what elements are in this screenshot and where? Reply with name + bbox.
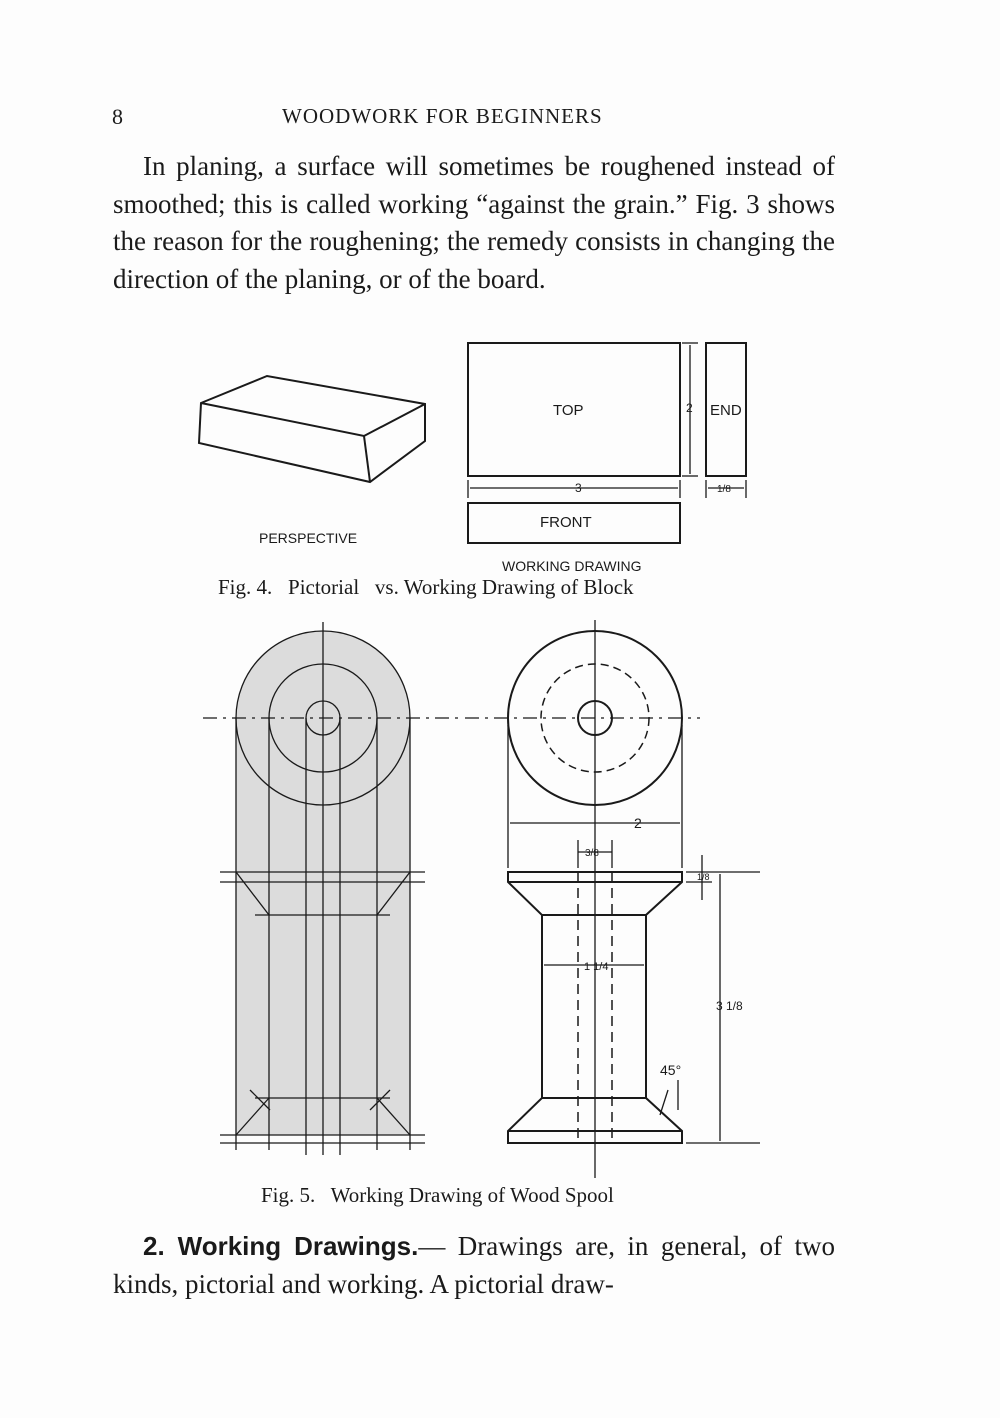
fig4-caption: Fig. 4. Pictorial vs. Working Drawing of… xyxy=(218,575,634,599)
running-title: WOODWORK FOR BEGINNERS xyxy=(282,104,603,128)
section-working-drawings: 2. Working Drawings.— Drawings are, in g… xyxy=(113,1228,835,1303)
spool-front-view xyxy=(507,871,683,1144)
fig4-dim-depth: 2 xyxy=(686,401,693,415)
top-label: TOP xyxy=(553,402,584,419)
fig4-dimensions xyxy=(467,342,747,498)
end-label: END xyxy=(710,402,742,419)
perspective-label: PERSPECTIVE xyxy=(259,530,357,546)
perspective-block xyxy=(197,374,426,484)
fig5-caption: Fig. 5. Working Drawing of Wood Spool xyxy=(261,1183,614,1207)
top-view xyxy=(467,342,747,544)
fig5-dimensions xyxy=(507,725,760,1144)
fig5-dim-height: 3 1/8 xyxy=(716,999,743,1013)
working-drawing-label: WORKING DRAWING xyxy=(502,558,641,574)
spool-top-view xyxy=(465,620,700,1178)
page-header: 8 WOODWORK FOR BEGINNERS xyxy=(112,104,672,134)
fig4-dim-thickness: 1/8 xyxy=(717,484,731,495)
section-title: 2. Working Drawings. xyxy=(143,1231,419,1261)
fig5-angle: 45° xyxy=(660,1062,681,1078)
fig5-dim-diameter: 2 xyxy=(634,815,642,831)
fig5-dim-shaft: 1 1/4 xyxy=(584,961,608,973)
section-text: — Drawings are, in general, of two kinds… xyxy=(113,1231,835,1299)
fig5-dim-hole: 3/8 xyxy=(585,848,599,859)
front-label: FRONT xyxy=(540,514,592,531)
fig4-dim-width: 3 xyxy=(575,481,582,495)
spool-construction-view xyxy=(203,622,460,1155)
page-number: 8 xyxy=(112,104,123,129)
fig5-dim-flange: 1/8 xyxy=(697,872,710,882)
paragraph-planing: In planing, a surface will sometimes be … xyxy=(113,151,835,294)
